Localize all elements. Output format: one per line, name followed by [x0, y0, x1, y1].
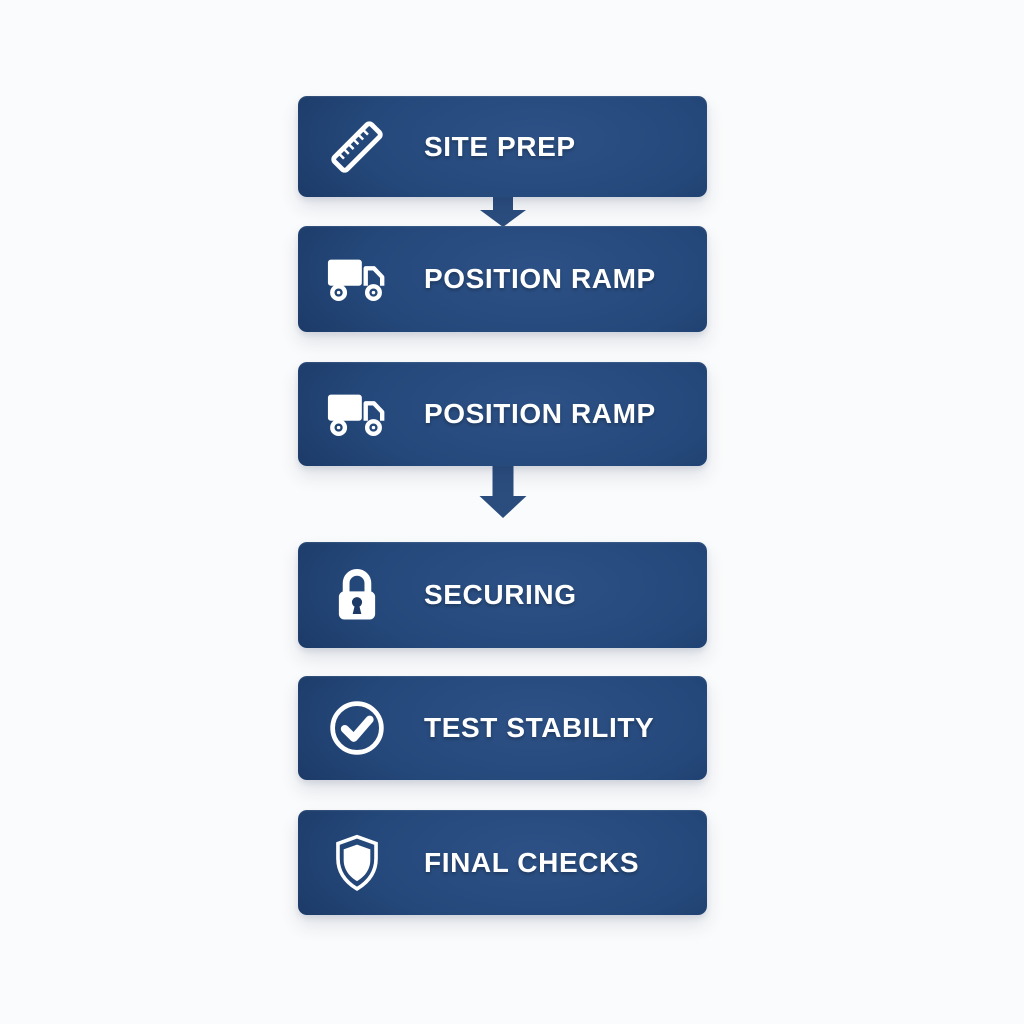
step-box-final-checks: FINAL CHECKS — [298, 810, 707, 915]
step-box-position-ramp-2: POSITION RAMP — [298, 362, 707, 466]
truck-icon — [326, 247, 388, 311]
arrow-down-icon — [479, 194, 526, 227]
step-box-site-prep: SITE PREP — [298, 96, 707, 197]
truck-icon — [326, 382, 388, 446]
step-label: POSITION RAMP — [424, 398, 656, 429]
step-box-test-stability: TEST STABILITY — [298, 676, 707, 780]
step-label: FINAL CHECKS — [424, 846, 640, 878]
ruler-icon — [326, 115, 388, 179]
step-box-securing: SECURING — [298, 542, 707, 648]
step-label: SECURING — [424, 579, 577, 610]
lock-icon — [326, 563, 388, 627]
flowchart: SITE PREP POSITION RAMP — [298, 0, 707, 1024]
step-box-position-ramp-1: POSITION RAMP — [298, 226, 707, 332]
shield-icon — [326, 831, 388, 895]
step-label: POSITION RAMP — [424, 263, 656, 294]
step-label: SITE PREP — [424, 130, 576, 162]
arrow-down-icon — [479, 465, 526, 518]
check-circle-icon — [326, 696, 388, 760]
step-label: TEST STABILITY — [424, 712, 655, 743]
